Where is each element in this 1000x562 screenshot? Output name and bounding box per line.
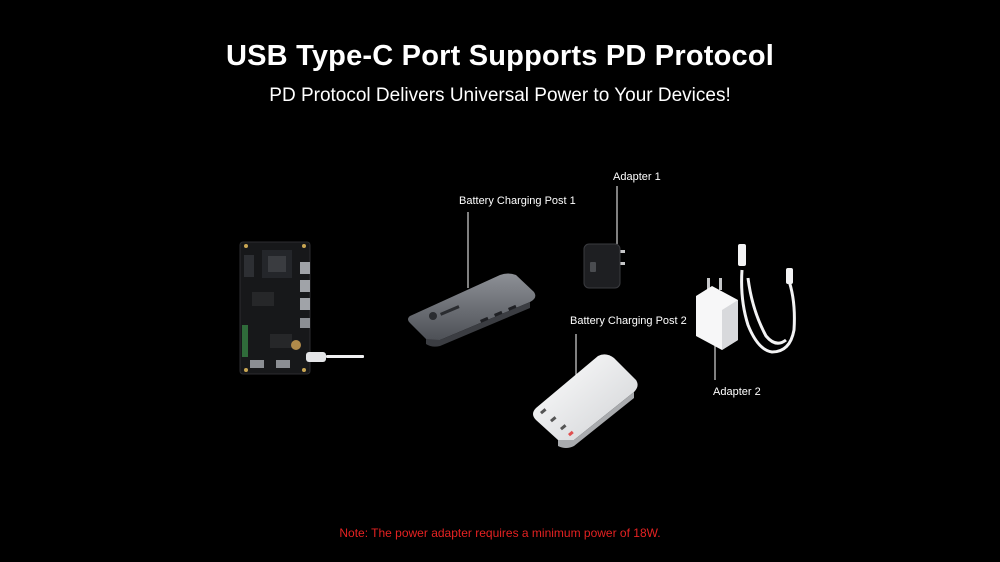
power-bank-gray-icon [408, 273, 536, 347]
page-title: USB Type-C Port Supports PD Protocol [225, 40, 775, 72]
label-battery-charging-post-2: Battery Charging Post 2 [570, 315, 687, 327]
usb-c-cable-icon [306, 352, 364, 362]
label-battery-charging-post-1: Battery Charging Post 1 [459, 195, 576, 207]
dev-board-icon [239, 241, 311, 375]
label-adapter-1: Adapter 1 [613, 171, 661, 183]
page-subtitle: PD Protocol Delivers Universal Power to … [269, 85, 731, 106]
label-adapter-2: Adapter 2 [713, 386, 761, 398]
power-requirement-note: Note: The power adapter requires a minim… [339, 526, 661, 540]
white-usb-cable-icon [738, 244, 796, 354]
white-adapter-icon [696, 278, 738, 350]
black-adapter-icon [583, 243, 625, 289]
power-bank-white-icon [533, 354, 638, 448]
